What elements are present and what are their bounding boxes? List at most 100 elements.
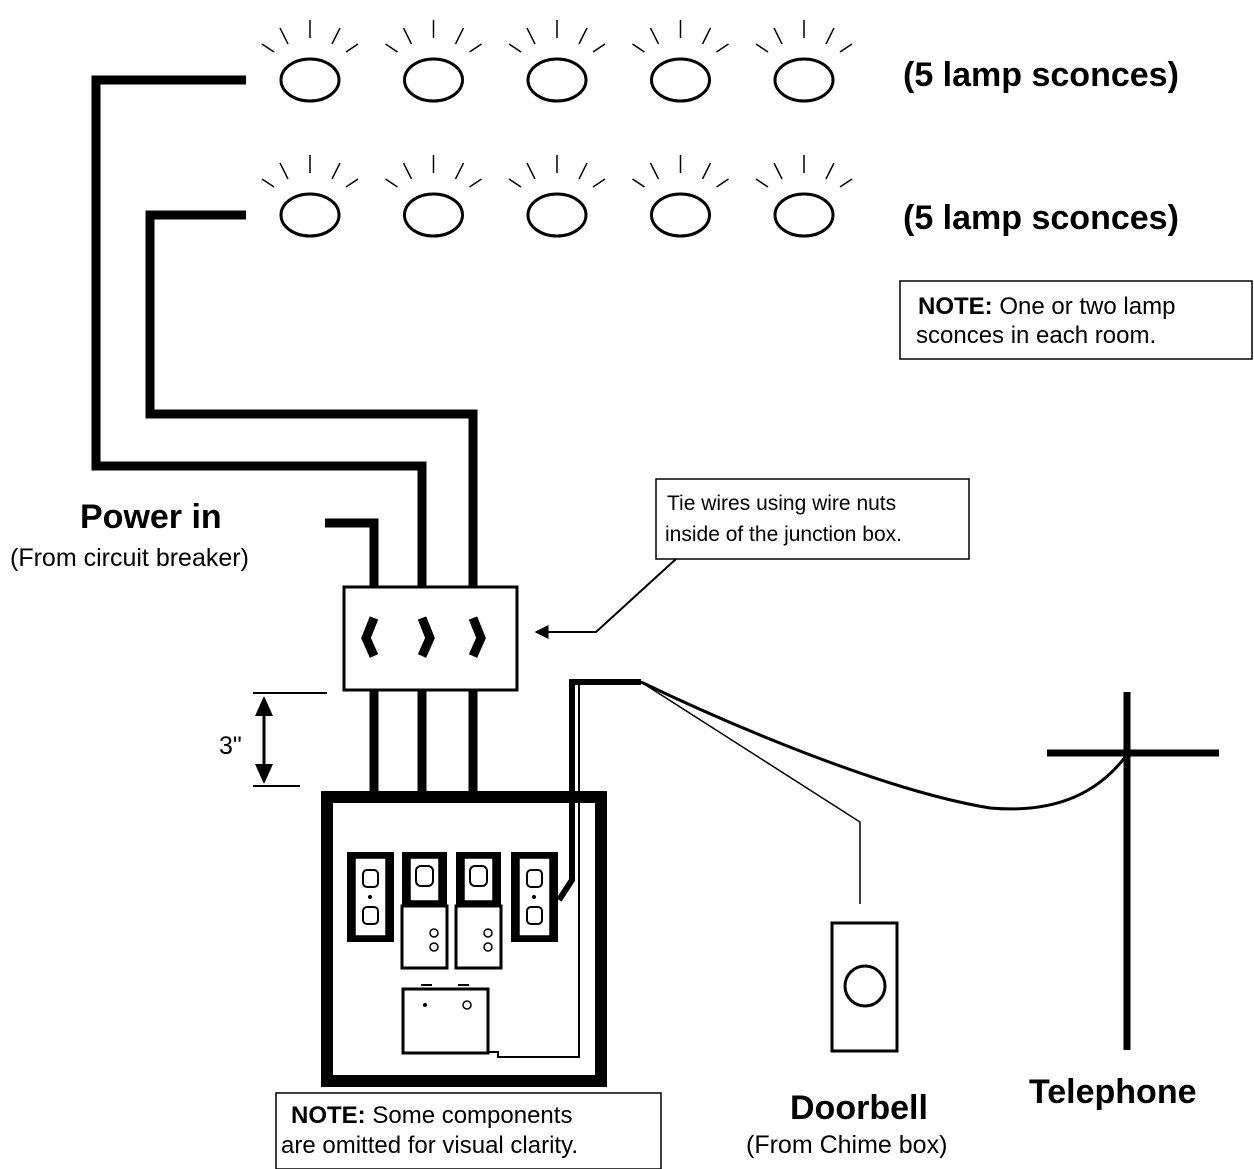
light-ray <box>469 178 482 188</box>
switch-2 <box>454 852 503 970</box>
light-ray <box>839 43 853 53</box>
components-note-box <box>275 1092 662 1169</box>
doorbell-button <box>830 921 899 1053</box>
light-ray <box>331 27 341 45</box>
sconce-note: NOTE: One or two lamp sconces in each ro… <box>899 280 1253 360</box>
lamp-bulb <box>650 192 711 238</box>
transformer-terminal-a <box>423 1003 427 1007</box>
dimension-label: 3" <box>219 732 242 760</box>
lamp-bulb <box>279 192 341 238</box>
light-ray <box>825 162 835 180</box>
light-ray <box>825 27 835 45</box>
doorbell-transformer <box>401 984 490 1055</box>
light-ray <box>649 162 660 180</box>
light-ray <box>279 27 289 45</box>
sconce-note-box <box>899 280 1253 360</box>
lamp-bulb <box>526 192 588 238</box>
doorbell-overhead-wire <box>640 681 861 904</box>
tie-note-leader-arrow <box>534 558 677 639</box>
light-ray <box>345 43 359 53</box>
lamp-sconce <box>385 20 482 103</box>
lamp-sconce-row-2 <box>261 155 853 238</box>
switch-2-body <box>454 904 503 970</box>
power-in-wire <box>325 518 379 822</box>
switch-1-toggle <box>415 865 434 887</box>
outlet-1-screw <box>368 895 372 899</box>
phone-jack-socket-top <box>526 869 543 888</box>
light-ray <box>345 178 359 188</box>
lamp-sconce <box>508 20 606 103</box>
sconce-note-bold: NOTE: <box>918 293 993 320</box>
tie-note-line-2: inside of the junction box. <box>665 523 902 546</box>
transformer-terminal-b <box>462 1000 472 1010</box>
light-ray <box>701 27 712 45</box>
power-in-subtitle: (From circuit breaker) <box>10 544 249 572</box>
light-ray <box>526 27 536 45</box>
lamp-row-1-wire <box>91 75 427 822</box>
wire-nut-1 <box>361 616 379 658</box>
lamp-sconce <box>261 155 359 238</box>
phone-jack-screw <box>532 895 536 899</box>
wire-nut-3 <box>468 616 486 658</box>
light-ray <box>632 43 645 53</box>
light-ray <box>592 178 606 188</box>
light-ray <box>755 43 769 53</box>
light-ray <box>773 27 783 45</box>
switch-1 <box>400 852 449 970</box>
light-ray <box>716 178 729 188</box>
lamp-sconce <box>385 155 482 238</box>
light-ray <box>632 178 645 188</box>
light-ray <box>402 27 413 45</box>
phone-line-overhead <box>640 680 1128 811</box>
dimension-arrow-up <box>255 696 273 716</box>
light-ray <box>261 178 275 188</box>
light-ray <box>839 178 853 188</box>
sconce-note-line-2: sconces in each room. <box>916 322 1156 349</box>
sconce-note-text-1: One or two lamp <box>993 293 1176 320</box>
wire-nut-2 <box>417 616 435 658</box>
doorbell-title: Doorbell <box>790 1089 928 1127</box>
dimension-marker: 3" <box>219 692 327 787</box>
phone-jack-socket-bottom <box>526 906 543 925</box>
light-ray <box>508 178 522 188</box>
lamp-row-1-label: (5 lamp sconces) <box>903 56 1179 94</box>
lamp-sconce <box>755 155 853 238</box>
light-ray <box>469 43 482 53</box>
tie-note-line-1: Tie wires using wire nuts <box>667 492 896 515</box>
doorbell-subtitle: (From Chime box) <box>746 1131 947 1159</box>
light-ray <box>578 162 588 180</box>
light-ray <box>279 162 289 180</box>
transformer-body <box>401 987 490 1055</box>
light-ray <box>526 162 536 180</box>
doorbell-push-button <box>843 964 887 1008</box>
lamp-sconce <box>508 155 606 238</box>
duplex-outlet-1 <box>347 852 394 942</box>
components-note: NOTE: Some components are omitted for vi… <box>275 1092 662 1169</box>
switch-1-terminal-b <box>429 942 439 952</box>
power-in-title: Power in <box>80 498 222 536</box>
doorbell-low-voltage-wire <box>488 683 580 1058</box>
light-ray <box>385 43 398 53</box>
lamp-bulb <box>526 57 588 103</box>
components-note-text-1: Some components <box>366 1102 573 1129</box>
light-ray <box>592 43 606 53</box>
lamp-bulb <box>403 192 464 238</box>
lamp-sconce-row-1 <box>261 20 853 103</box>
light-ray <box>701 162 712 180</box>
switch-1-terminal-a <box>429 928 439 938</box>
components-note-line-1: NOTE: Some components <box>291 1102 572 1129</box>
components-note-bold: NOTE: <box>291 1102 366 1129</box>
telephone-title: Telephone <box>1029 1073 1197 1111</box>
light-ray <box>454 162 465 180</box>
phone-jack <box>511 852 558 942</box>
switch-2-toggle <box>469 865 488 887</box>
components-note-line-2: are omitted for visual clarity. <box>281 1132 578 1159</box>
light-ray <box>261 43 275 53</box>
light-ray <box>716 43 729 53</box>
junction-box <box>342 585 519 692</box>
lamp-sconce <box>632 20 729 103</box>
dimension-arrow-down <box>255 764 273 784</box>
light-ray <box>402 162 413 180</box>
outlet-1-socket-bottom <box>362 906 379 925</box>
